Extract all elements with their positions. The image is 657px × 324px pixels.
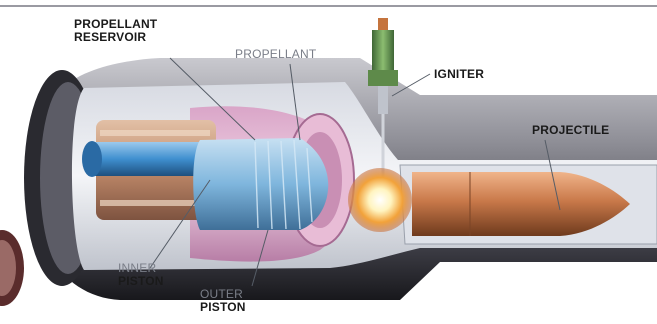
left-tube-end — [0, 230, 24, 306]
label-propellant-reservoir: PROPELLANT RESERVOIR — [74, 18, 157, 44]
label-inner-piston-line2: PISTON — [118, 275, 164, 288]
label-projectile: PROJECTILE — [532, 124, 609, 137]
label-inner-piston: INNER PISTON — [118, 262, 164, 288]
label-propellant-reservoir-line2: RESERVOIR — [74, 31, 157, 44]
label-outer-piston-line2: PISTON — [200, 301, 246, 314]
label-propellant: PROPELLANT — [235, 48, 316, 61]
label-igniter: IGNITER — [434, 68, 484, 81]
ignition-flash — [348, 168, 412, 232]
label-outer-piston: OUTER PISTON — [200, 288, 246, 314]
outer-piston — [193, 138, 328, 230]
